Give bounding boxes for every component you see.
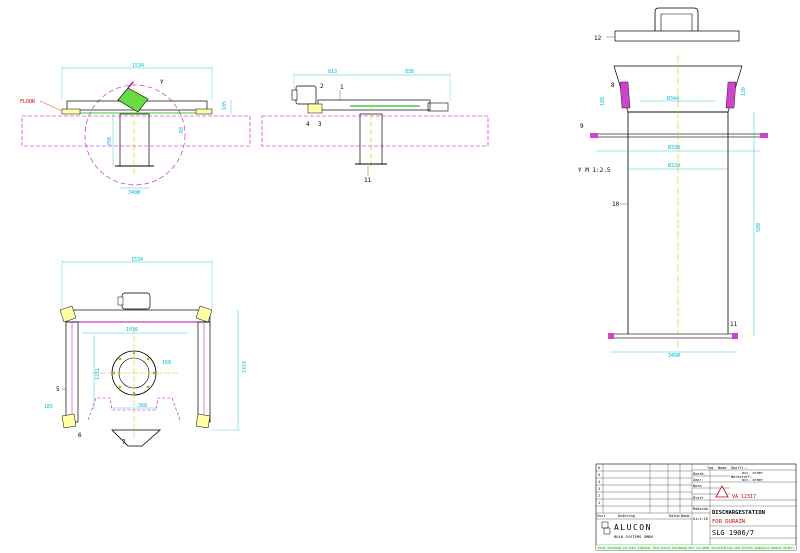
tb-oberfl: Oberfl.: [731, 466, 748, 470]
top-dim-center: 168 [162, 360, 171, 366]
part-8: 8 [611, 82, 615, 89]
floor-label: FLOOR [20, 99, 36, 105]
part-9: 9 [580, 123, 584, 130]
part-12: 12 [594, 35, 602, 42]
tb-row-1: 1 [598, 501, 600, 505]
tb-h-aenderung: Änderung [618, 513, 635, 518]
dim-height-right: 185 [222, 101, 228, 110]
vibration-motor [295, 85, 317, 105]
corner-tr [195, 305, 213, 323]
tb-h-datum: Datum [669, 514, 680, 518]
tb-scale: A1=1:10 [693, 517, 708, 521]
seal-right [725, 81, 737, 109]
dim-right: 838 [405, 69, 414, 75]
section-view: 12 8 9 10 11 Ø344 Ø338 Ø329 340Ø 580 180… [578, 7, 768, 359]
top-motor [121, 292, 151, 310]
tb-norm: Norm [693, 484, 701, 488]
lid-handle [654, 7, 699, 31]
tb-werkst: Werkstoff: [731, 475, 752, 479]
tb-drawing-no: SLG 1906/7 [712, 529, 754, 537]
alucon-logo [601, 521, 611, 535]
part-3: 3 [318, 121, 322, 128]
dim-body: Ø329 [668, 162, 680, 169]
dim-flange: Ø338 [668, 144, 680, 151]
dim-collar-left: 180 [600, 97, 606, 106]
part-7: 7 [122, 439, 126, 446]
top-dim-inner-height: 1251 [95, 368, 101, 380]
part-6: 6 [78, 432, 82, 439]
dim-radius: R8 [179, 127, 185, 133]
lower-chute [87, 397, 181, 421]
tb-row-3: 3 [598, 487, 600, 491]
tb-row-4: 4 [598, 480, 600, 484]
bottom-flange [609, 333, 737, 339]
hopper-top [127, 81, 134, 89]
discharge-pipe [119, 113, 150, 167]
dim-height: 580 [756, 223, 762, 232]
top-dim-lower: 368 [138, 403, 147, 409]
tb-massstab: Maßstab [693, 507, 708, 511]
right-foot [195, 108, 213, 115]
detail-note: Y M 1:2.5 [578, 167, 611, 174]
tb-company-sub: BULK SYSTEMS GMBH [614, 534, 654, 539]
top-view: 1534 1036 1474 [44, 257, 248, 447]
part-4: 4 [306, 121, 310, 128]
dim-base: 340Ø [128, 189, 140, 196]
top-dim-width: 1534 [131, 257, 143, 263]
tb-copyright: Diese Zeichnung ist unser Eigentum. Ohne… [598, 546, 794, 550]
lid [614, 30, 740, 42]
part-1: 1 [340, 84, 344, 91]
tb-tag: Tag [707, 466, 713, 470]
tb-acc1: acc. order [742, 471, 763, 475]
tb-bearb: Bearb. [693, 472, 706, 476]
front-view: 1534 185 250 R8 340Ø FLOOR Y [20, 63, 251, 196]
warning-icon [715, 485, 729, 498]
motor-bracket [307, 103, 323, 114]
corner-br [195, 413, 211, 429]
corner-bl [61, 413, 77, 429]
tb-row-5: 5 [598, 473, 600, 477]
side-view: 813 838 1 2 3 4 11 [261, 69, 489, 184]
part-11-section: 11 [730, 321, 738, 328]
part-11-side: 11 [364, 177, 372, 184]
tb-row-2: 2 [598, 494, 600, 498]
tb-h-name: Name [681, 514, 689, 518]
dim-bottom: 340Ø [668, 352, 680, 359]
title-block: 6 5 4 3 2 1 Zust Änderung Datum Name Tag… [595, 463, 797, 551]
tb-h-zust: Zust [597, 514, 605, 518]
tb-row-6: 6 [598, 466, 600, 470]
hopper-7 [111, 429, 162, 447]
top-dim-inner: 1036 [126, 327, 138, 333]
part-2: 2 [320, 83, 324, 90]
tb-name: Name [718, 466, 726, 470]
top-dim-corner: 185 [44, 404, 53, 410]
side-end-cap [427, 102, 449, 112]
tb-title: DISCHARGESTATION [712, 510, 765, 516]
dim-height-left: 250 [107, 137, 113, 146]
tb-gepr: Gepr. [693, 478, 704, 482]
seal-left [619, 81, 631, 109]
dim-width: 1534 [132, 63, 144, 69]
part-5: 5 [56, 386, 60, 393]
top-frame-upper [65, 309, 211, 323]
left-foot [61, 108, 81, 115]
tb-blatt: Blatt [693, 496, 704, 500]
tilted-hopper [117, 87, 149, 113]
floor-slab [21, 115, 251, 147]
dim-top: Ø344 [667, 95, 679, 102]
side-floor-slab [261, 115, 489, 147]
dim-left: 813 [328, 69, 337, 75]
top-dim-height: 1474 [242, 361, 248, 373]
side-beam [317, 99, 431, 111]
tb-acc2: acc. order [742, 478, 763, 482]
part-10: 10 [612, 201, 620, 208]
tb-subtitle: FOR DURAIN [712, 519, 745, 525]
radius-circle [84, 84, 186, 186]
corner-tl [59, 305, 77, 323]
detail-y-label: Y [160, 79, 164, 86]
dim-collar-right: 120 [741, 87, 747, 96]
tb-material: VA 12317 [732, 494, 756, 500]
tb-company: ALUCON [614, 523, 652, 532]
